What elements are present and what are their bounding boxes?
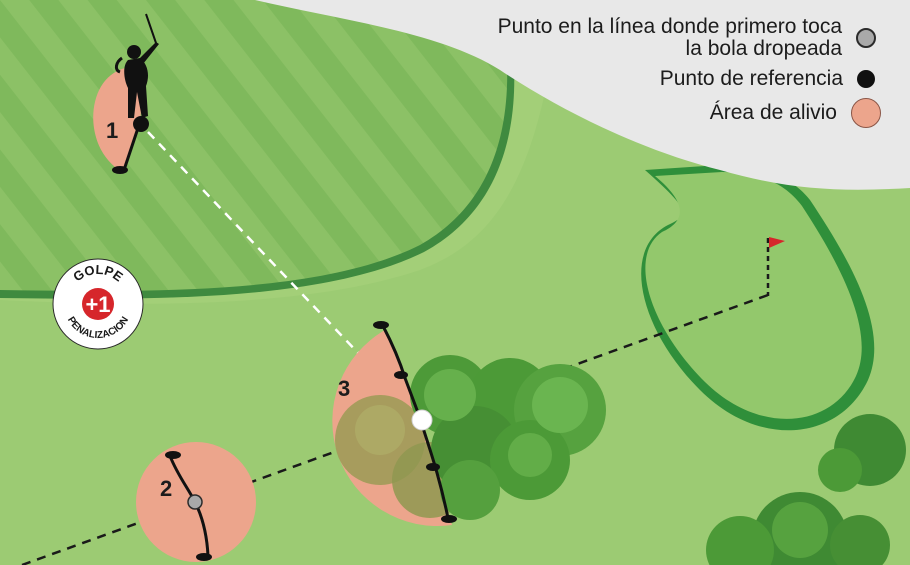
golfer-silhouette xyxy=(114,13,159,118)
legend-backdrop xyxy=(255,0,910,190)
legend-reference-point-text: Punto de referencia xyxy=(659,67,843,90)
flag xyxy=(769,237,785,248)
club-head-3b xyxy=(394,371,408,379)
area-number-1: 1 xyxy=(106,118,119,143)
touch-point-2 xyxy=(187,494,203,510)
putting-green xyxy=(645,172,862,419)
legend: Punto en la línea donde primero toca la … xyxy=(406,16,881,136)
club-head-2b xyxy=(196,553,212,561)
reference-point-1 xyxy=(133,116,149,132)
penalty-stroke-circle xyxy=(82,288,114,320)
penalty-stroke-value: +1 xyxy=(85,292,110,317)
area-number-2: 2 xyxy=(160,476,173,501)
legend-relief-area-text: Área de alivio xyxy=(709,101,837,124)
legend-touch-point: Punto en la línea donde primero toca la … xyxy=(406,16,876,60)
club-head-3d xyxy=(441,515,457,523)
penalty-top-label: GOLPE xyxy=(70,262,126,285)
club-head-2a xyxy=(165,451,181,459)
club-head-1 xyxy=(112,166,128,174)
penalty-badge: +1 GOLPE PENALIZACION xyxy=(52,258,144,350)
salmon-circle-icon xyxy=(851,98,881,128)
bushes xyxy=(335,355,606,520)
area-number-3: 3 xyxy=(338,376,351,401)
club-head-3c xyxy=(426,463,440,471)
grey-circle-icon xyxy=(856,28,876,48)
penalty-top-label-wrap: GOLPE xyxy=(70,262,126,285)
legend-touch-point-line1: Punto en la línea donde primero toca xyxy=(497,15,842,38)
legend-relief-area: Área de alivio xyxy=(406,98,881,128)
club-head-3a xyxy=(373,321,389,329)
legend-reference-point: Punto de referencia xyxy=(406,68,876,90)
trees xyxy=(706,414,906,565)
legend-touch-point-line2: la bola dropeada xyxy=(685,37,842,60)
black-dot-icon xyxy=(857,70,875,88)
golf-ball xyxy=(411,409,433,431)
legend-touch-point-text: Punto en la línea donde primero toca la … xyxy=(498,16,842,60)
